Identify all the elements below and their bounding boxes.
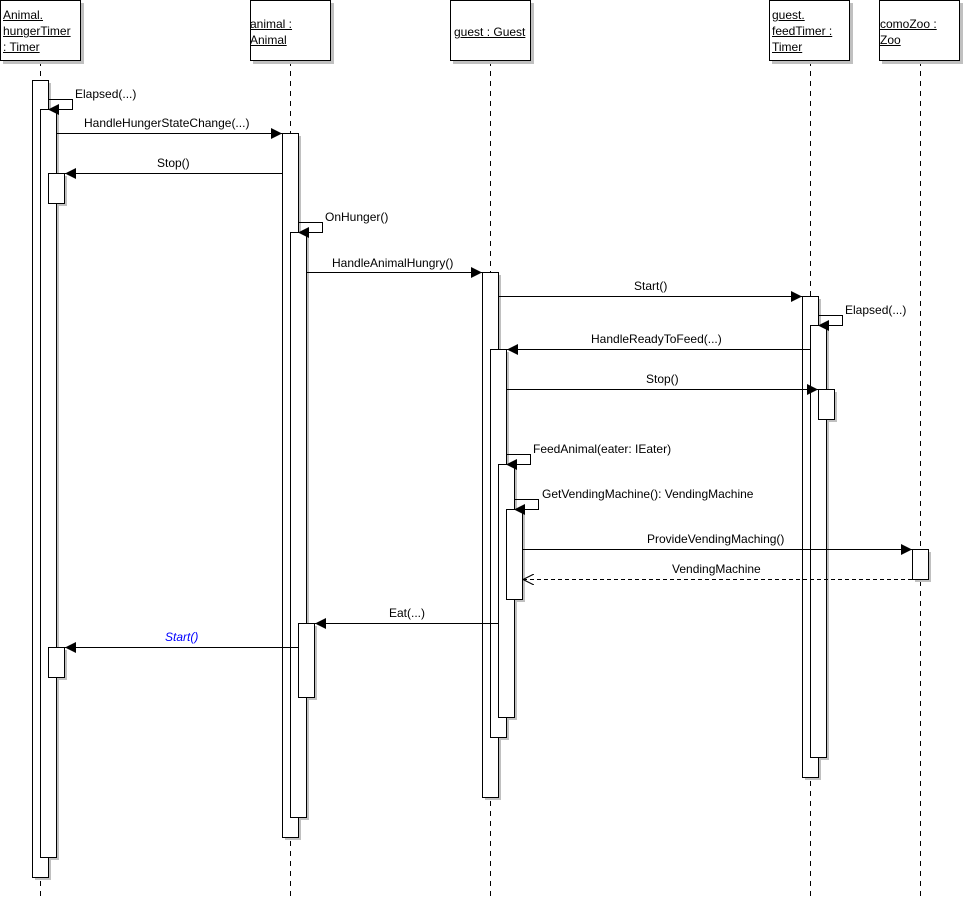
message-label-get-vending-machine: GetVendingMachine(): VendingMachine (542, 487, 754, 501)
lifeline-label-comoZoo: comoZoo : Zoo (880, 17, 937, 47)
message-label-feed-animal: FeedAnimal(eater: IEater) (533, 442, 672, 456)
message-label-on-hunger: OnHunger() (325, 210, 389, 224)
activation-bar-hungerTimer-stop[interactable] (48, 173, 65, 204)
message-label-handle-animal-hungry: HandleAnimalHungry() (332, 256, 454, 270)
lifeline-header-guest[interactable]: guest : Guest (450, 0, 531, 61)
message-label-eat: Eat(...) (389, 606, 426, 620)
message-label-provide-vending-maching: ProvideVendingMaching() (647, 532, 785, 546)
message-label-stop-hunger: Stop() (157, 156, 190, 170)
message-arrow-get-vending-machine[interactable] (514, 499, 539, 515)
message-label-elapsed-feed: Elapsed(...) (845, 303, 907, 317)
lifeline-label-guest: guest : Guest (454, 25, 526, 39)
message-arrow-elapsed-hunger[interactable] (48, 99, 73, 115)
activation-bars (32, 80, 931, 880)
activation-bar-animal-onhunger[interactable] (290, 232, 307, 818)
message-arrow-elapsed-feed[interactable] (818, 315, 843, 331)
message-arrow-on-hunger[interactable] (298, 222, 323, 238)
message-label-handle-hunger-state-change: HandleHungerStateChange(...) (84, 116, 250, 130)
messages (48, 99, 912, 653)
lifeline-header-animal[interactable]: animal : Animal (250, 0, 331, 61)
lifeline-label-animal: animal : Animal (250, 17, 293, 47)
activation-bar-guest-getvm[interactable] (506, 509, 523, 600)
message-label-handle-ready-to-feed: HandleReadyToFeed(...) (591, 332, 722, 346)
activation-bar-feedTimer-stop[interactable] (818, 389, 835, 420)
lifeline-label-feedTimer: guest. feedTimer : Timer (772, 8, 833, 54)
message-label-vending-machine-return: VendingMachine (672, 562, 761, 576)
message-label-start-hunger: Start() (165, 630, 199, 644)
activation-bar-hungerTimer-start[interactable] (48, 647, 65, 678)
lifeline-header-feedTimer[interactable]: guest. feedTimer : Timer (769, 0, 850, 61)
lifeline-header-comoZoo[interactable]: comoZoo : Zoo (879, 0, 960, 61)
lifelines (40, 61, 921, 896)
message-arrow-feed-animal[interactable] (506, 454, 531, 470)
message-label-elapsed-hunger: Elapsed(...) (75, 87, 137, 101)
message-label-stop-feed: Stop() (646, 372, 679, 386)
activation-bar-comoZoo-provide[interactable] (912, 549, 929, 580)
activation-bar-animal-eat[interactable] (298, 623, 315, 698)
lifeline-header-hungerTimer[interactable]: Animal. hungerTimer : Timer (0, 0, 81, 61)
activation-bar-hungerTimer-elapsed[interactable] (40, 109, 57, 858)
message-label-start-feed: Start() (634, 279, 668, 293)
lifeline-label-hungerTimer: Animal. hungerTimer : Timer (3, 8, 71, 54)
